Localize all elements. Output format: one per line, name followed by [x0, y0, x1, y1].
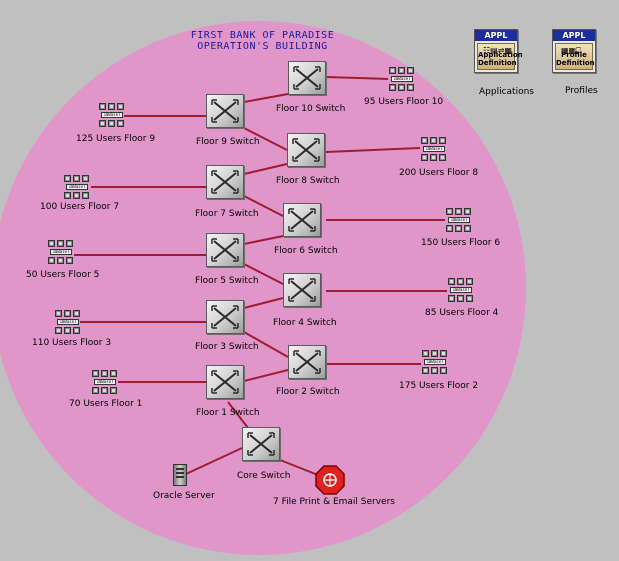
- core-switch[interactable]: [242, 427, 280, 461]
- floor-7-switch-label: Floor 7 Switch: [195, 209, 259, 219]
- switch-icon: [292, 138, 320, 162]
- floor-1-switch[interactable]: [206, 365, 244, 399]
- floor-3-switch-label: Floor 3 Switch: [195, 342, 259, 352]
- floor-2-switch[interactable]: [288, 345, 326, 379]
- hub-icon: 10BaseT: [424, 359, 446, 365]
- user-group-floor-1[interactable]: 10BaseT: [91, 370, 119, 396]
- hub-icon: 10BaseT: [57, 319, 79, 325]
- link-core-oracle: [185, 447, 243, 475]
- link-u8: [325, 147, 421, 153]
- user-label-floor-10: 95 Users Floor 10: [364, 97, 444, 107]
- link-sw3-sw2: [243, 331, 289, 358]
- hub-icon: 10BaseT: [448, 217, 470, 223]
- appl-badge: APPL: [475, 30, 517, 41]
- link-sw1-core: [227, 401, 249, 429]
- application-grid-icon: ☷▤⇌▦: [483, 46, 512, 55]
- switch-icon: [211, 370, 239, 394]
- user-group-floor-9[interactable]: 10BaseT: [98, 103, 126, 129]
- profile-definition-body: ▦▦⎕ Profile Definition: [555, 43, 595, 70]
- profile-grid-icon: ▦▦⎕: [561, 46, 581, 55]
- floor-8-switch[interactable]: [287, 133, 325, 167]
- floor-4-switch-label: Floor 4 Switch: [273, 318, 337, 328]
- user-group-floor-3[interactable]: 10BaseT: [54, 310, 82, 336]
- switch-icon: [288, 208, 316, 232]
- hub-icon: 10BaseT: [423, 146, 445, 152]
- floor-9-switch-label: Floor 9 Switch: [196, 137, 260, 147]
- profile-definition-object[interactable]: APPL ▦▦⎕ Profile Definition: [552, 29, 596, 73]
- floor-10-switch[interactable]: [288, 61, 326, 95]
- title-line-2: OPERATION'S BUILDING: [197, 41, 328, 52]
- hub-icon: 10BaseT: [50, 249, 72, 255]
- user-group-floor-8[interactable]: 10BaseT: [420, 137, 448, 163]
- profile-definition-caption: Profile Definition: [556, 51, 595, 67]
- user-group-floor-6[interactable]: 10BaseT: [445, 208, 473, 234]
- file-print-email-servers-icon[interactable]: [315, 465, 345, 495]
- floor-2-switch-label: Floor 2 Switch: [276, 387, 340, 397]
- hub-icon: 10BaseT: [450, 287, 472, 293]
- floor-10-switch-label: Floor 10 Switch: [276, 104, 346, 114]
- floor-1-switch-label: Floor 1 Switch: [196, 408, 260, 418]
- floor-6-switch-label: Floor 6 Switch: [274, 246, 338, 256]
- user-label-floor-5: 50 Users Floor 5: [26, 270, 100, 280]
- link-sw10-sw9: [243, 93, 289, 103]
- switch-icon: [288, 278, 316, 302]
- user-label-floor-3: 110 Users Floor 3: [32, 338, 112, 348]
- switch-icon: [293, 66, 321, 90]
- floor-8-switch-label: Floor 8 Switch: [276, 176, 340, 186]
- switch-icon: [211, 170, 239, 194]
- hub-icon: 10BaseT: [66, 184, 88, 190]
- switch-icon: [247, 432, 275, 456]
- application-definition-object[interactable]: APPL ☷▤⇌▦ Application Definition: [474, 29, 523, 73]
- floor-3-switch[interactable]: [206, 300, 244, 334]
- link-sw8-sw7: [243, 163, 288, 175]
- user-label-floor-6: 150 Users Floor 6: [421, 238, 501, 248]
- switch-icon: [211, 238, 239, 262]
- user-group-floor-5[interactable]: 10BaseT: [47, 240, 75, 266]
- user-label-floor-2: 175 Users Floor 2: [399, 381, 479, 391]
- building-title: FIRST BANK OF PARADISE OPERATION'S BUILD…: [160, 30, 365, 52]
- building-region: [0, 21, 526, 555]
- link-sw7-sw6: [243, 195, 284, 217]
- link-u10: [325, 76, 389, 80]
- link-sw2-sw1: [243, 369, 289, 382]
- user-label-floor-8: 200 Users Floor 8: [399, 168, 479, 178]
- file-print-email-servers-label: 7 File Print & Email Servers: [273, 497, 395, 507]
- link-sw5-sw4: [243, 263, 284, 285]
- floor-6-switch[interactable]: [283, 203, 321, 237]
- user-label-floor-7: 100 Users Floor 7: [40, 202, 120, 212]
- link-sw6-sw5: [243, 235, 284, 245]
- appl-badge: APPL: [553, 30, 595, 41]
- user-group-floor-4[interactable]: 10BaseT: [447, 278, 475, 304]
- oracle-server-icon[interactable]: [173, 464, 187, 486]
- link-sw9-sw8: [243, 127, 288, 151]
- floor-5-switch-label: Floor 5 Switch: [195, 276, 259, 286]
- floor-4-switch[interactable]: [283, 273, 321, 307]
- user-label-floor-9: 125 Users Floor 9: [76, 134, 156, 144]
- user-group-floor-7[interactable]: 10BaseT: [63, 175, 91, 201]
- core-switch-label: Core Switch: [237, 471, 291, 481]
- user-group-floor-10[interactable]: 10BaseT: [388, 67, 416, 93]
- oracle-server-label: Oracle Server: [153, 491, 215, 501]
- hub-icon: 10BaseT: [391, 76, 413, 82]
- hub-icon: 10BaseT: [101, 112, 123, 118]
- applications-label: Applications: [479, 87, 534, 97]
- link-sw4-sw3: [243, 297, 284, 309]
- floor-7-switch[interactable]: [206, 165, 244, 199]
- hub-icon: 10BaseT: [94, 379, 116, 385]
- switch-icon: [293, 350, 321, 374]
- floor-5-switch[interactable]: [206, 233, 244, 267]
- profiles-label: Profiles: [565, 86, 598, 96]
- switch-icon: [211, 99, 239, 123]
- floor-9-switch[interactable]: [206, 94, 244, 128]
- switch-icon: [211, 305, 239, 329]
- title-line-1: FIRST BANK OF PARADISE: [190, 30, 335, 41]
- user-label-floor-1: 70 Users Floor 1: [69, 399, 143, 409]
- user-label-floor-4: 85 Users Floor 4: [425, 308, 499, 318]
- user-group-floor-2[interactable]: 10BaseT: [421, 350, 449, 376]
- application-definition-caption: Application Definition: [478, 51, 523, 67]
- application-definition-body: ☷▤⇌▦ Application Definition: [477, 43, 523, 70]
